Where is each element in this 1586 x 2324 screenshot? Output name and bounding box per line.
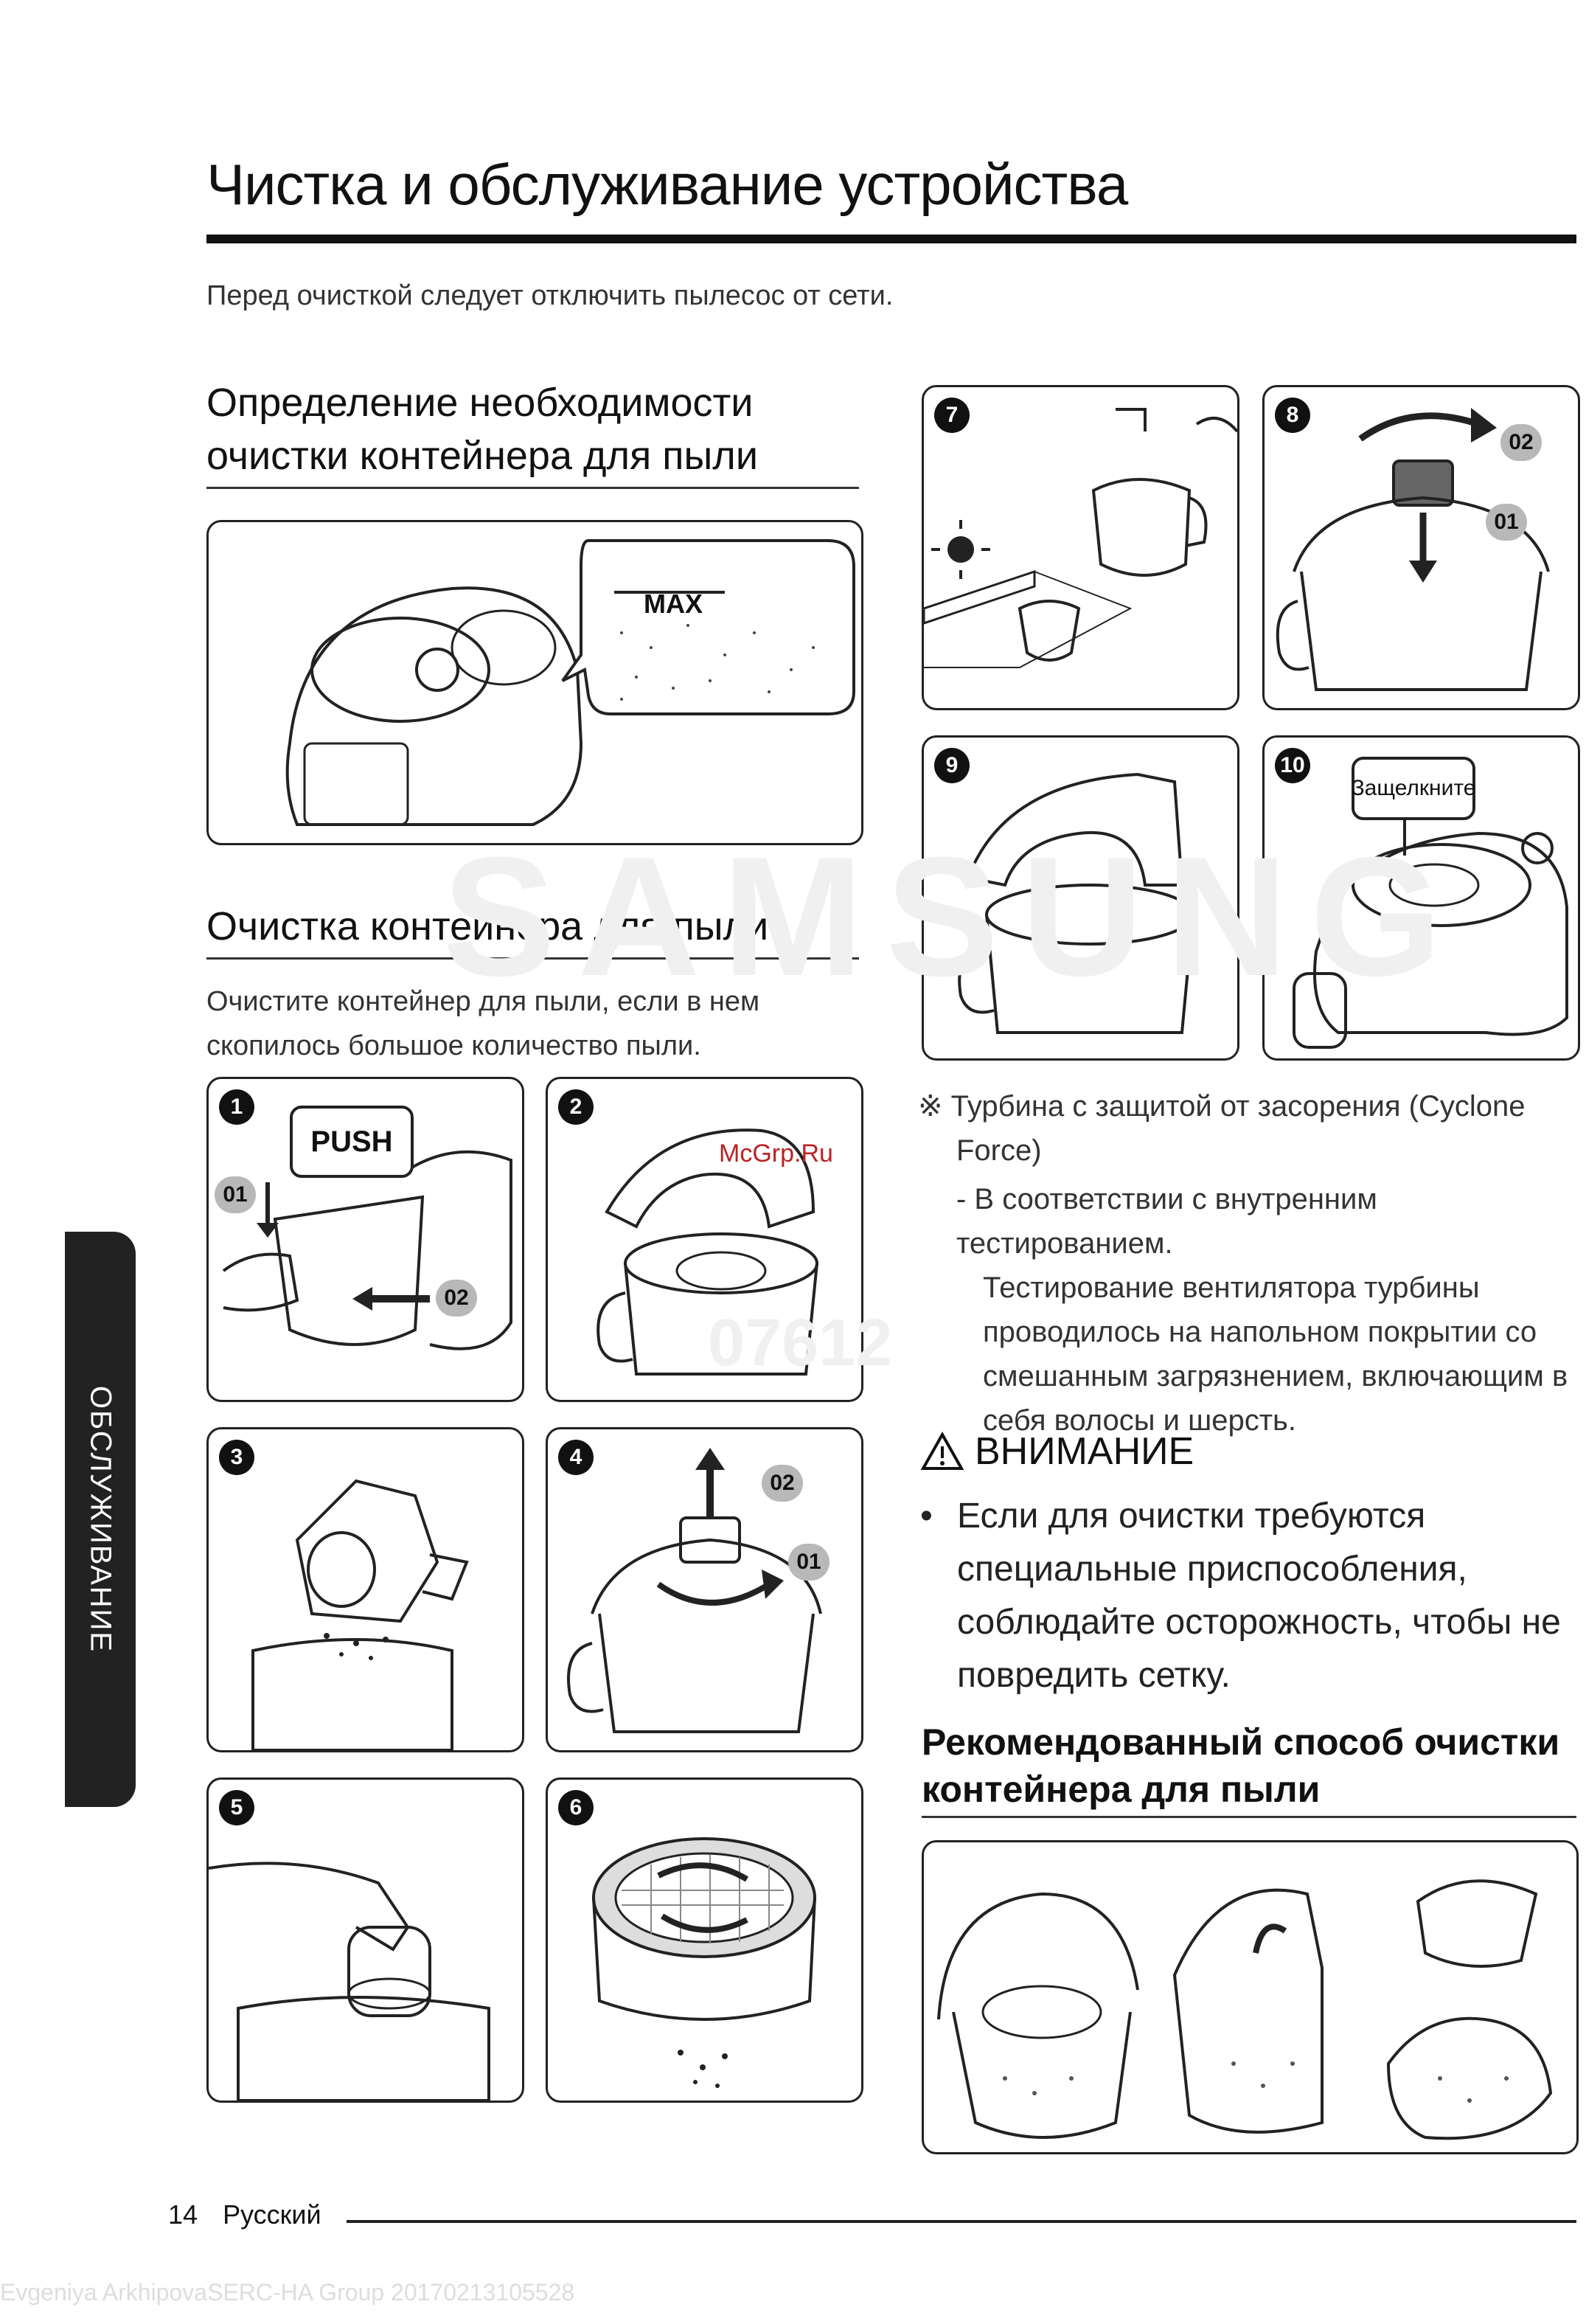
footer-rule (347, 2220, 1576, 2223)
heading-recommended: Рекомендованный способ очистки контейнер… (922, 1718, 1559, 1813)
step-number: 8 (1275, 398, 1310, 433)
heading-determine-line2: очистки контейнера для пыли (206, 434, 758, 478)
step-number: 9 (934, 748, 970, 783)
step-1-illustration (222, 1150, 512, 1350)
panel-recommended (922, 1840, 1579, 2154)
heading-recommended-line2: контейнера для пыли (922, 1769, 1321, 1810)
warning-line4: повредить сетку. (957, 1656, 1231, 1695)
turbine-note: ※ Турбина с защитой от засорения (Cyclon… (918, 1084, 1586, 1443)
note-line2: Force) (956, 1134, 1042, 1167)
tag-02: 02 (436, 1280, 477, 1317)
tag-02: 02 (762, 1465, 803, 1502)
warning-header: ВНИМАНИЕ (920, 1429, 1194, 1474)
heading-determine-rule (206, 487, 859, 489)
step-number: 5 (219, 1790, 254, 1825)
bullet-dot-icon: • (920, 1496, 933, 1536)
note-sub1: - В соответствии с внутренним тестирован… (956, 1183, 1377, 1260)
step-number: 10 (1275, 748, 1310, 783)
panel-step-5: 5 (206, 1777, 524, 2103)
watermark-brand: SAMSUNG (442, 822, 1464, 1011)
page-number: 14 (168, 2199, 198, 2230)
step-number: 4 (558, 1440, 594, 1475)
panel-step-10: 10 Защелкните (1262, 735, 1580, 1061)
heading-recommended-line1: Рекомендованный способ очистки (922, 1721, 1560, 1763)
tag-02: 02 (1500, 424, 1542, 461)
panel-step-4: 4 02 01 (546, 1427, 863, 1752)
note-sub4: смешанным загрязнением, включающим в (983, 1360, 1568, 1392)
sidebar-label: ОБСЛУЖИВАНИЕ (84, 1385, 117, 1654)
warning-line3: соблюдайте осторожность, чтобы не (957, 1603, 1561, 1642)
step-3-illustration (251, 1479, 469, 1750)
step-number: 7 (934, 398, 970, 433)
sidebar-tab: ОБСЛУЖИВАНИЕ (65, 1232, 136, 1807)
warning-bullet: • Если для очистки требуются специальные… (920, 1490, 1561, 1702)
watermark-code: 07612 (708, 1306, 893, 1380)
step-8-illustration (1276, 408, 1550, 691)
step-6-illustration (592, 1837, 816, 2088)
heading-determine: Определение необходимости очистки контей… (206, 376, 758, 482)
step-10-illustration (1293, 819, 1568, 1049)
watermark-site: McGrp.Ru (719, 1140, 833, 1168)
step-9-illustration (958, 772, 1194, 1034)
tag-01: 01 (215, 1176, 256, 1213)
watermark-bottom: Evgeniya ArkhipovaSERC-HA Group 20170213… (0, 2279, 575, 2306)
heading-clean-rule (206, 957, 859, 960)
note-sub5: себя волосы и шерсть. (983, 1404, 1296, 1437)
step-number: 1 (219, 1089, 254, 1125)
clean-text: Очистите контейнер для пыли, если в нем … (206, 979, 759, 1068)
footer: 14 Русский (168, 2199, 321, 2230)
panel-step-2: 2 (546, 1077, 863, 1402)
panel-step-9: 9 (922, 735, 1239, 1061)
click-label: Защелкните (1352, 757, 1475, 820)
step-7-illustration (924, 408, 1237, 668)
note-sub2: Тестирование вентилятора турбины (983, 1272, 1480, 1304)
heading-determine-line1: Определение необходимости (206, 381, 754, 425)
tag-01: 01 (788, 1544, 829, 1581)
warning-triangle-icon (920, 1432, 964, 1470)
step-number: 2 (558, 1089, 594, 1125)
note-line1: ※ Турбина с защитой от засорения (Cyclon… (918, 1090, 1526, 1123)
heading-clean: Очистка контейнера для пыли (206, 904, 769, 948)
heading-recommended-rule (922, 1816, 1576, 1818)
warning-title: ВНИМАНИЕ (975, 1430, 1194, 1473)
push-label: PUSH (290, 1106, 414, 1178)
vacuum-max-illustration (285, 539, 855, 826)
step-number: 6 (558, 1790, 594, 1825)
page-title: Чистка и обслуживание устройства (206, 152, 1128, 217)
intro-text: Перед очисткой следует отключить пылесос… (206, 280, 894, 311)
note-sub3: проводилось на напольном покрытии со (983, 1316, 1537, 1348)
panel-step-1: 1 PUSH 01 02 (206, 1077, 524, 1402)
title-rule (206, 235, 1576, 243)
step-4-illustration (567, 1448, 822, 1733)
step-2-illustration (597, 1128, 818, 1376)
warning-line1: Если для очистки требуются (957, 1496, 1426, 1536)
warning-line2: специальные приспособления, (957, 1550, 1467, 1589)
panel-step-3: 3 (206, 1427, 524, 1752)
clean-text-line2: скопилось большое количество пыли. (206, 1030, 701, 1061)
recommended-bag-illustration (937, 1879, 1553, 2140)
step-number: 3 (219, 1440, 254, 1475)
tag-01: 01 (1486, 504, 1527, 541)
clean-text-line1: Очистите контейнер для пыли, если в нем (206, 986, 760, 1017)
panel-step-8: 8 02 01 (1262, 385, 1580, 710)
warning-text: • Если для очистки требуются специальные… (920, 1490, 1561, 1702)
max-label: MAX (644, 589, 703, 619)
panel-step-6: 6 (546, 1777, 863, 2103)
panel-step-7: 7 (922, 385, 1239, 710)
step-5-illustration (209, 1862, 490, 2101)
footer-language: Русский (223, 2199, 321, 2230)
panel-max-level: MAX (206, 520, 863, 845)
